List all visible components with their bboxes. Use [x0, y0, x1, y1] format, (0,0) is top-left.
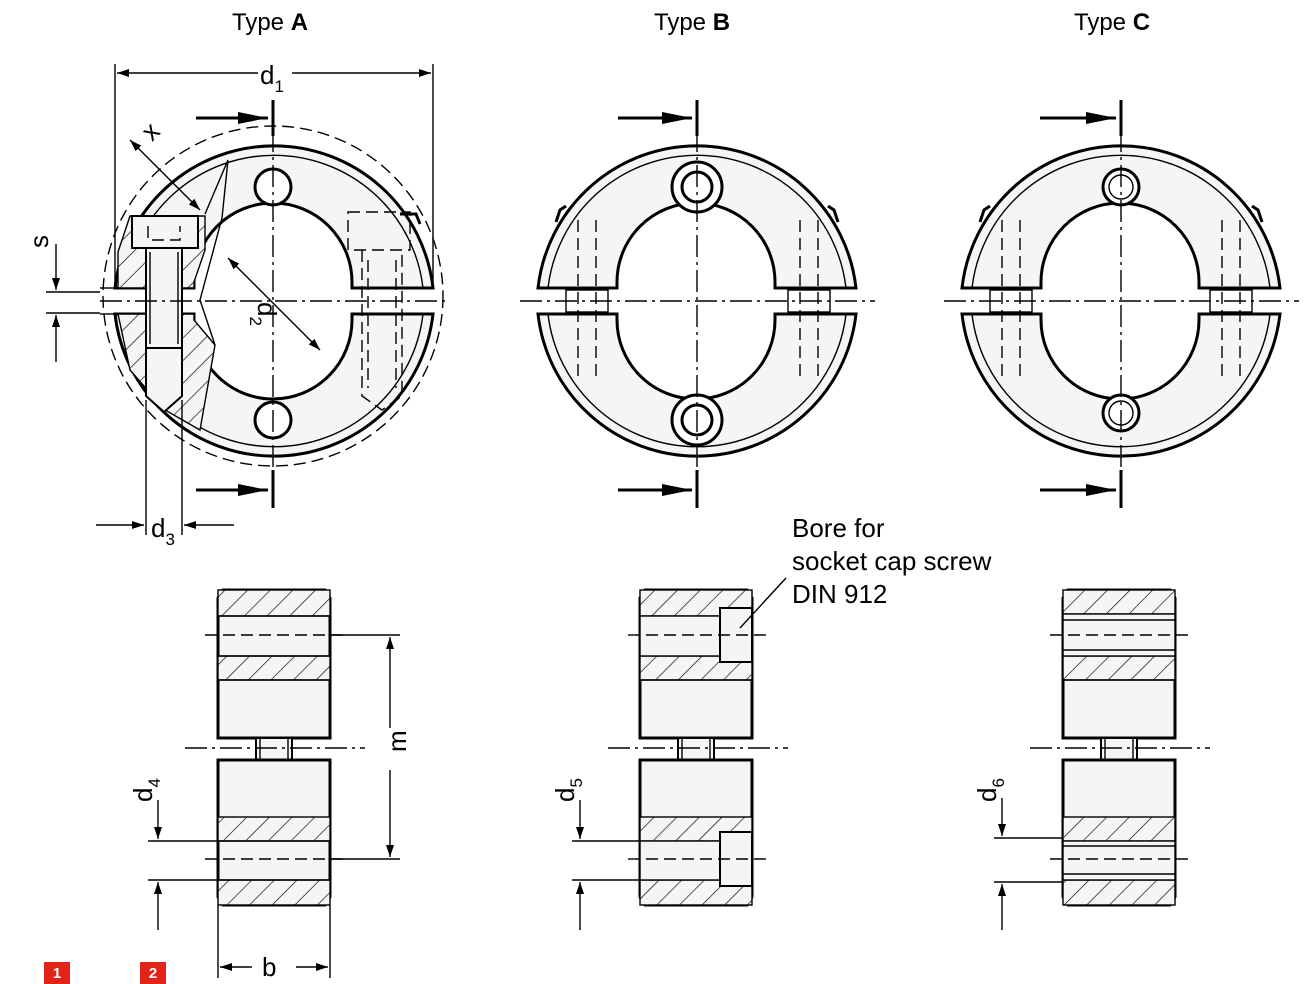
- title-type-c: Type C: [1074, 9, 1150, 36]
- title-type-a: Type A: [232, 9, 308, 36]
- annotation-line-2: socket cap screw: [792, 546, 992, 576]
- dim-b: b: [262, 952, 276, 982]
- type-b-section-view: [608, 588, 788, 907]
- type-c-section-dimensions: d6: [972, 778, 1063, 930]
- type-c-section-view: [1030, 588, 1210, 907]
- type-a-dimensions: d1 x d2 s d3: [24, 60, 434, 549]
- dim-d2: d2: [246, 302, 282, 326]
- title-type-b: Type B: [654, 9, 730, 36]
- page-badge-1[interactable]: 1: [44, 962, 70, 984]
- type-a-section-dimensions: m d4 b: [128, 634, 412, 982]
- dim-d6: d6: [972, 778, 1008, 802]
- dim-s: s: [24, 235, 54, 248]
- type-b-front-view: [520, 100, 875, 508]
- bore-annotation: Bore for socket cap screw DIN 912: [739, 513, 992, 629]
- dim-d3: d3: [151, 513, 175, 549]
- annotation-line-3: DIN 912: [792, 579, 887, 609]
- page-badge-2[interactable]: 2: [140, 962, 166, 984]
- dim-m: m: [382, 730, 412, 752]
- dim-d4: d4: [128, 778, 164, 802]
- annotation-line-1: Bore for: [792, 513, 885, 543]
- type-c-front-view: [944, 100, 1299, 508]
- dim-x: x: [135, 116, 165, 146]
- type-a-section-view: [185, 588, 365, 907]
- dim-d5: d5: [550, 778, 586, 802]
- type-b-section-dimensions: d5: [550, 778, 640, 930]
- dim-d1: d1: [260, 60, 284, 96]
